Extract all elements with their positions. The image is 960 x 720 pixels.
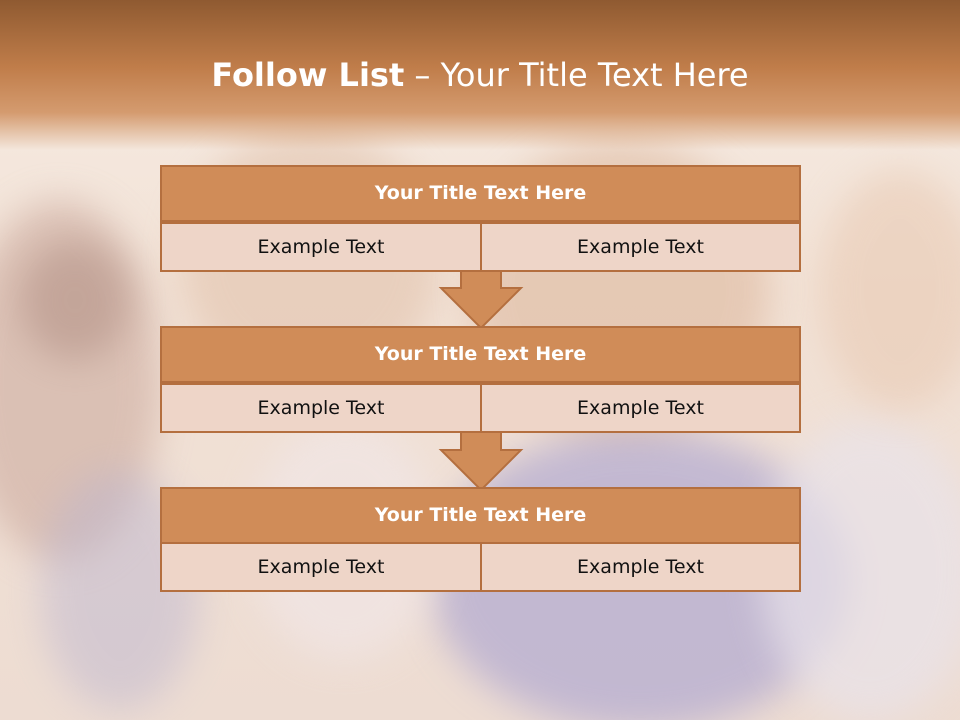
step-2-title: Your Title Text Here <box>160 326 801 383</box>
step-1-right-text: Example Text <box>480 222 801 272</box>
down-arrow-2 <box>438 429 524 492</box>
slide-title: Follow List – Your Title Text Here <box>0 52 960 98</box>
step-2-right-text: Example Text <box>480 383 801 433</box>
step-2-left-text: Example Text <box>160 383 482 433</box>
title-bold: Follow List <box>211 56 405 94</box>
title-rest: – Your Title Text Here <box>404 56 749 94</box>
down-arrow-1 <box>438 267 524 330</box>
step-3-right-text: Example Text <box>480 542 801 592</box>
title-band <box>0 0 960 150</box>
step-3-left-text: Example Text <box>160 542 482 592</box>
step-1-left-text: Example Text <box>160 222 482 272</box>
step-1-title: Your Title Text Here <box>160 165 801 222</box>
step-3-title: Your Title Text Here <box>160 487 801 544</box>
